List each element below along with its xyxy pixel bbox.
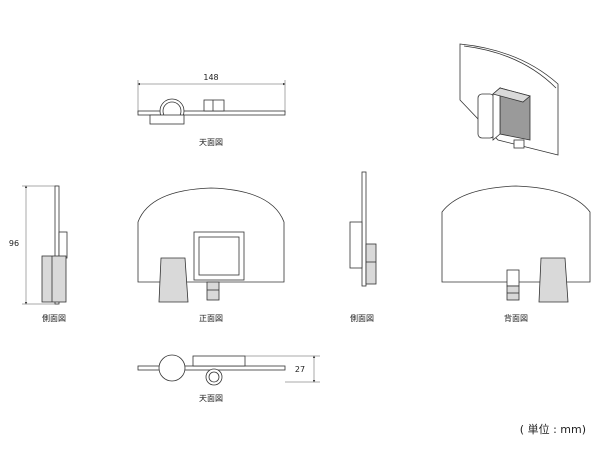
post-circle-inner (208, 371, 220, 383)
front-post (206, 281, 220, 301)
back-view: 背面図 (441, 185, 591, 323)
base-profile-right (365, 243, 377, 285)
front-view-caption: 正面図 (199, 314, 223, 323)
front-base (158, 257, 189, 303)
base-profile (41, 255, 67, 303)
side-view-right-caption: 側面図 (350, 313, 374, 323)
clip-block-lower (192, 355, 246, 367)
back-view-caption: 背面図 (504, 313, 528, 323)
back-base (538, 257, 569, 303)
round-boss-lower (158, 354, 186, 382)
clip-base (149, 114, 185, 125)
top-view: 148 天面図 (137, 73, 286, 147)
iso-post (513, 139, 525, 149)
height-dimension-label: 96 (9, 239, 19, 248)
depth-dimension-label: 27 (295, 365, 305, 374)
clip-block (203, 99, 225, 112)
iso-cylinder (477, 93, 495, 139)
side-view-left: 96 側面図 (9, 185, 68, 323)
back-post-top (506, 269, 520, 287)
bottom-top-view: 27 天面図 (137, 354, 320, 403)
clip-profile-right (349, 221, 363, 269)
front-view: 正面図 (137, 187, 285, 323)
unit-note: ( 単位 : mm) (520, 422, 586, 436)
back-plate (441, 185, 591, 283)
side-view-left-caption: 側面図 (42, 313, 66, 323)
width-dimension-label: 148 (203, 73, 218, 82)
side-view-right: 側面図 (349, 171, 377, 323)
plate-profile-right (361, 171, 367, 287)
clip-profile (58, 231, 68, 259)
front-clip-inner (198, 236, 240, 276)
iso-clip-top (492, 87, 531, 103)
bottom-top-view-caption: 天面図 (199, 394, 223, 403)
isometric-view (459, 43, 559, 156)
top-view-caption: 天面図 (199, 138, 223, 147)
